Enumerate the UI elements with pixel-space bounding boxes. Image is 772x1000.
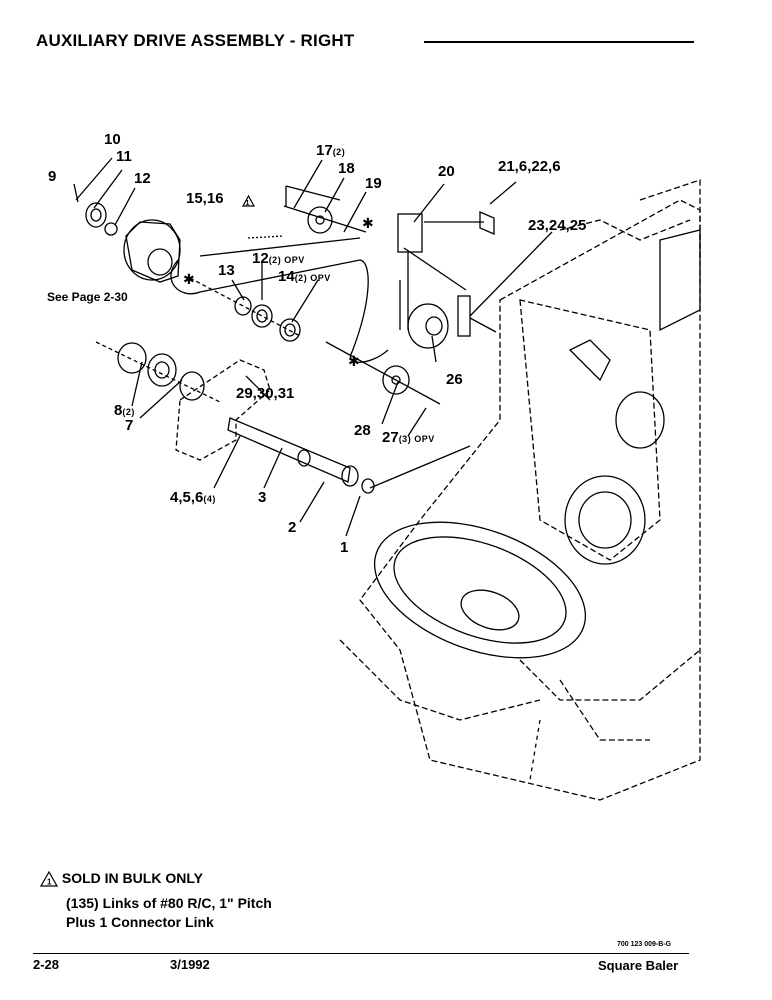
page-number: 2-28 bbox=[33, 957, 60, 972]
see-page-reference: See Page 2-30 bbox=[47, 290, 128, 304]
callout-11: 11 bbox=[116, 148, 132, 165]
links-note: (135) Links of #80 R/C, 1" Pitch bbox=[66, 895, 272, 911]
callout-4-5-6: 4,5,6(4) bbox=[170, 489, 216, 506]
callout-10: 10 bbox=[104, 131, 121, 148]
callout-29-30-31: 29,30,31 bbox=[236, 385, 295, 402]
callout-12: 12 bbox=[134, 170, 151, 187]
publication-date: 3/1992 bbox=[170, 957, 210, 972]
svg-text:✱: ✱ bbox=[362, 216, 374, 232]
callout-13: 13 bbox=[218, 262, 235, 279]
callout-23-24-25: 23,24,25 bbox=[528, 217, 587, 234]
connector-note: Plus 1 Connector Link bbox=[66, 914, 214, 930]
footer-rule bbox=[33, 953, 689, 954]
callout-17: 17(2) bbox=[316, 142, 346, 159]
callout-14-opv: 14(2) OPV bbox=[278, 268, 331, 285]
callout-3: 3 bbox=[258, 489, 267, 506]
product-name: Square Baler bbox=[598, 958, 679, 973]
callout-28: 28 bbox=[354, 422, 371, 439]
callout-8: 8(2) bbox=[114, 402, 135, 419]
callout-19: 19 bbox=[365, 175, 382, 192]
callout-18: 18 bbox=[338, 160, 355, 177]
page-title: AUXILIARY DRIVE ASSEMBLY - RIGHT bbox=[36, 31, 355, 50]
callout-27-opv: 27(3) OPV bbox=[382, 429, 435, 446]
callout-1: 1 bbox=[340, 539, 349, 556]
callout-2: 2 bbox=[288, 519, 297, 536]
bulk-note-text: SOLD IN BULK ONLY bbox=[61, 870, 203, 886]
callout-15-16: 15,16 bbox=[186, 190, 224, 207]
svg-text:1: 1 bbox=[47, 878, 52, 887]
title-rule bbox=[424, 41, 694, 43]
warning-triangle-icon: 1 bbox=[40, 871, 58, 887]
svg-text:1: 1 bbox=[246, 200, 250, 207]
callout-12-opv: 12(2) OPV bbox=[252, 250, 305, 267]
callout-7: 7 bbox=[125, 417, 134, 434]
callout-26: 26 bbox=[446, 371, 463, 388]
bulk-note: 1 SOLD IN BULK ONLY bbox=[40, 870, 203, 887]
svg-text:✱: ✱ bbox=[183, 272, 195, 288]
drawing-code: 700 123 009-B-G bbox=[617, 941, 672, 948]
svg-text:✱: ✱ bbox=[348, 354, 360, 370]
callout-20: 20 bbox=[438, 163, 455, 180]
callout-21-6-22-6: 21,6,22,6 bbox=[498, 158, 561, 175]
callout-9: 9 bbox=[48, 168, 57, 185]
